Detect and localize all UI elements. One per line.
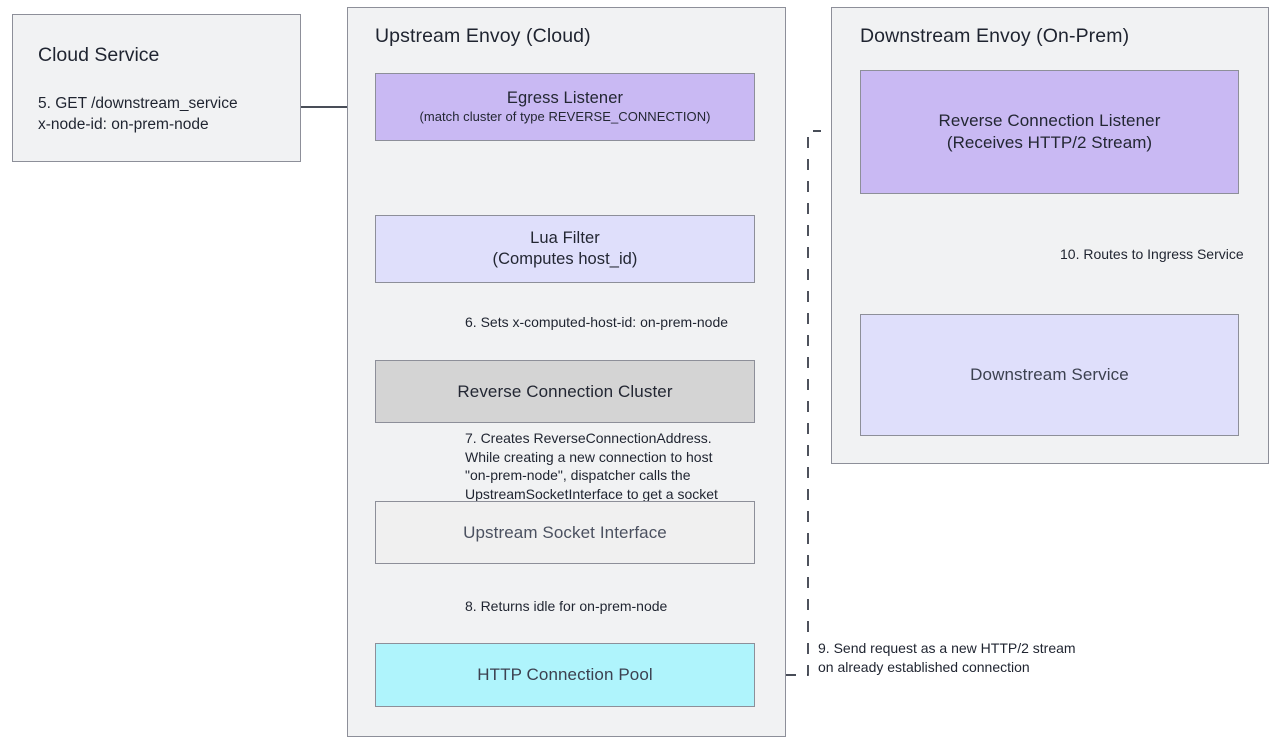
edge-label-step-7: 7. Creates ReverseConnectionAddress. Whi… <box>465 430 718 502</box>
edge-label-step-8: 8. Returns idle for on-prem-node <box>465 598 668 614</box>
node-reverse-connection-listener-subtitle: (Receives HTTP/2 Stream) <box>946 133 1153 152</box>
cloud-service-heading: Cloud Service <box>38 44 160 66</box>
upstream-envoy-title: Upstream Envoy (Cloud) <box>375 25 591 47</box>
cloud-service-panel <box>12 14 301 162</box>
cloud-service-request-text: 5. GET /downstream_service x-node-id: on… <box>38 95 238 134</box>
node-upstream-socket-interface[interactable]: Upstream Socket Interface <box>375 501 755 564</box>
node-http-connection-pool[interactable]: HTTP Connection Pool <box>375 643 755 707</box>
node-reverse-connection-cluster-title: Reverse Connection Cluster <box>457 381 673 401</box>
node-reverse-connection-listener[interactable]: Reverse Connection Listener (Receives HT… <box>860 70 1239 194</box>
node-egress-listener[interactable]: Egress Listener (match cluster of type R… <box>375 73 755 141</box>
node-http-connection-pool-title: HTTP Connection Pool <box>477 665 653 685</box>
node-egress-listener-subtitle: (match cluster of type REVERSE_CONNECTIO… <box>419 109 711 125</box>
node-upstream-socket-interface-title: Upstream Socket Interface <box>463 522 667 542</box>
node-reverse-connection-cluster[interactable]: Reverse Connection Cluster <box>375 360 755 423</box>
node-lua-filter-subtitle: (Computes host_id) <box>492 250 638 268</box>
node-reverse-connection-listener-title: Reverse Connection Listener <box>938 111 1161 131</box>
edge-label-step-6: 6. Sets x-computed-host-id: on-prem-node <box>465 314 729 330</box>
node-egress-listener-title: Egress Listener <box>506 89 624 108</box>
node-downstream-service-title: Downstream Service <box>970 365 1129 385</box>
node-lua-filter[interactable]: Lua Filter (Computes host_id) <box>375 215 755 283</box>
node-downstream-service[interactable]: Downstream Service <box>860 314 1239 436</box>
downstream-envoy-title: Downstream Envoy (On-Prem) <box>860 25 1130 47</box>
node-lua-filter-title: Lua Filter <box>530 228 600 247</box>
edge-label-step-10: 10. Routes to Ingress Service <box>1060 246 1244 262</box>
edge-label-step-9: 9. Send request as a new HTTP/2 stream o… <box>818 640 1076 675</box>
